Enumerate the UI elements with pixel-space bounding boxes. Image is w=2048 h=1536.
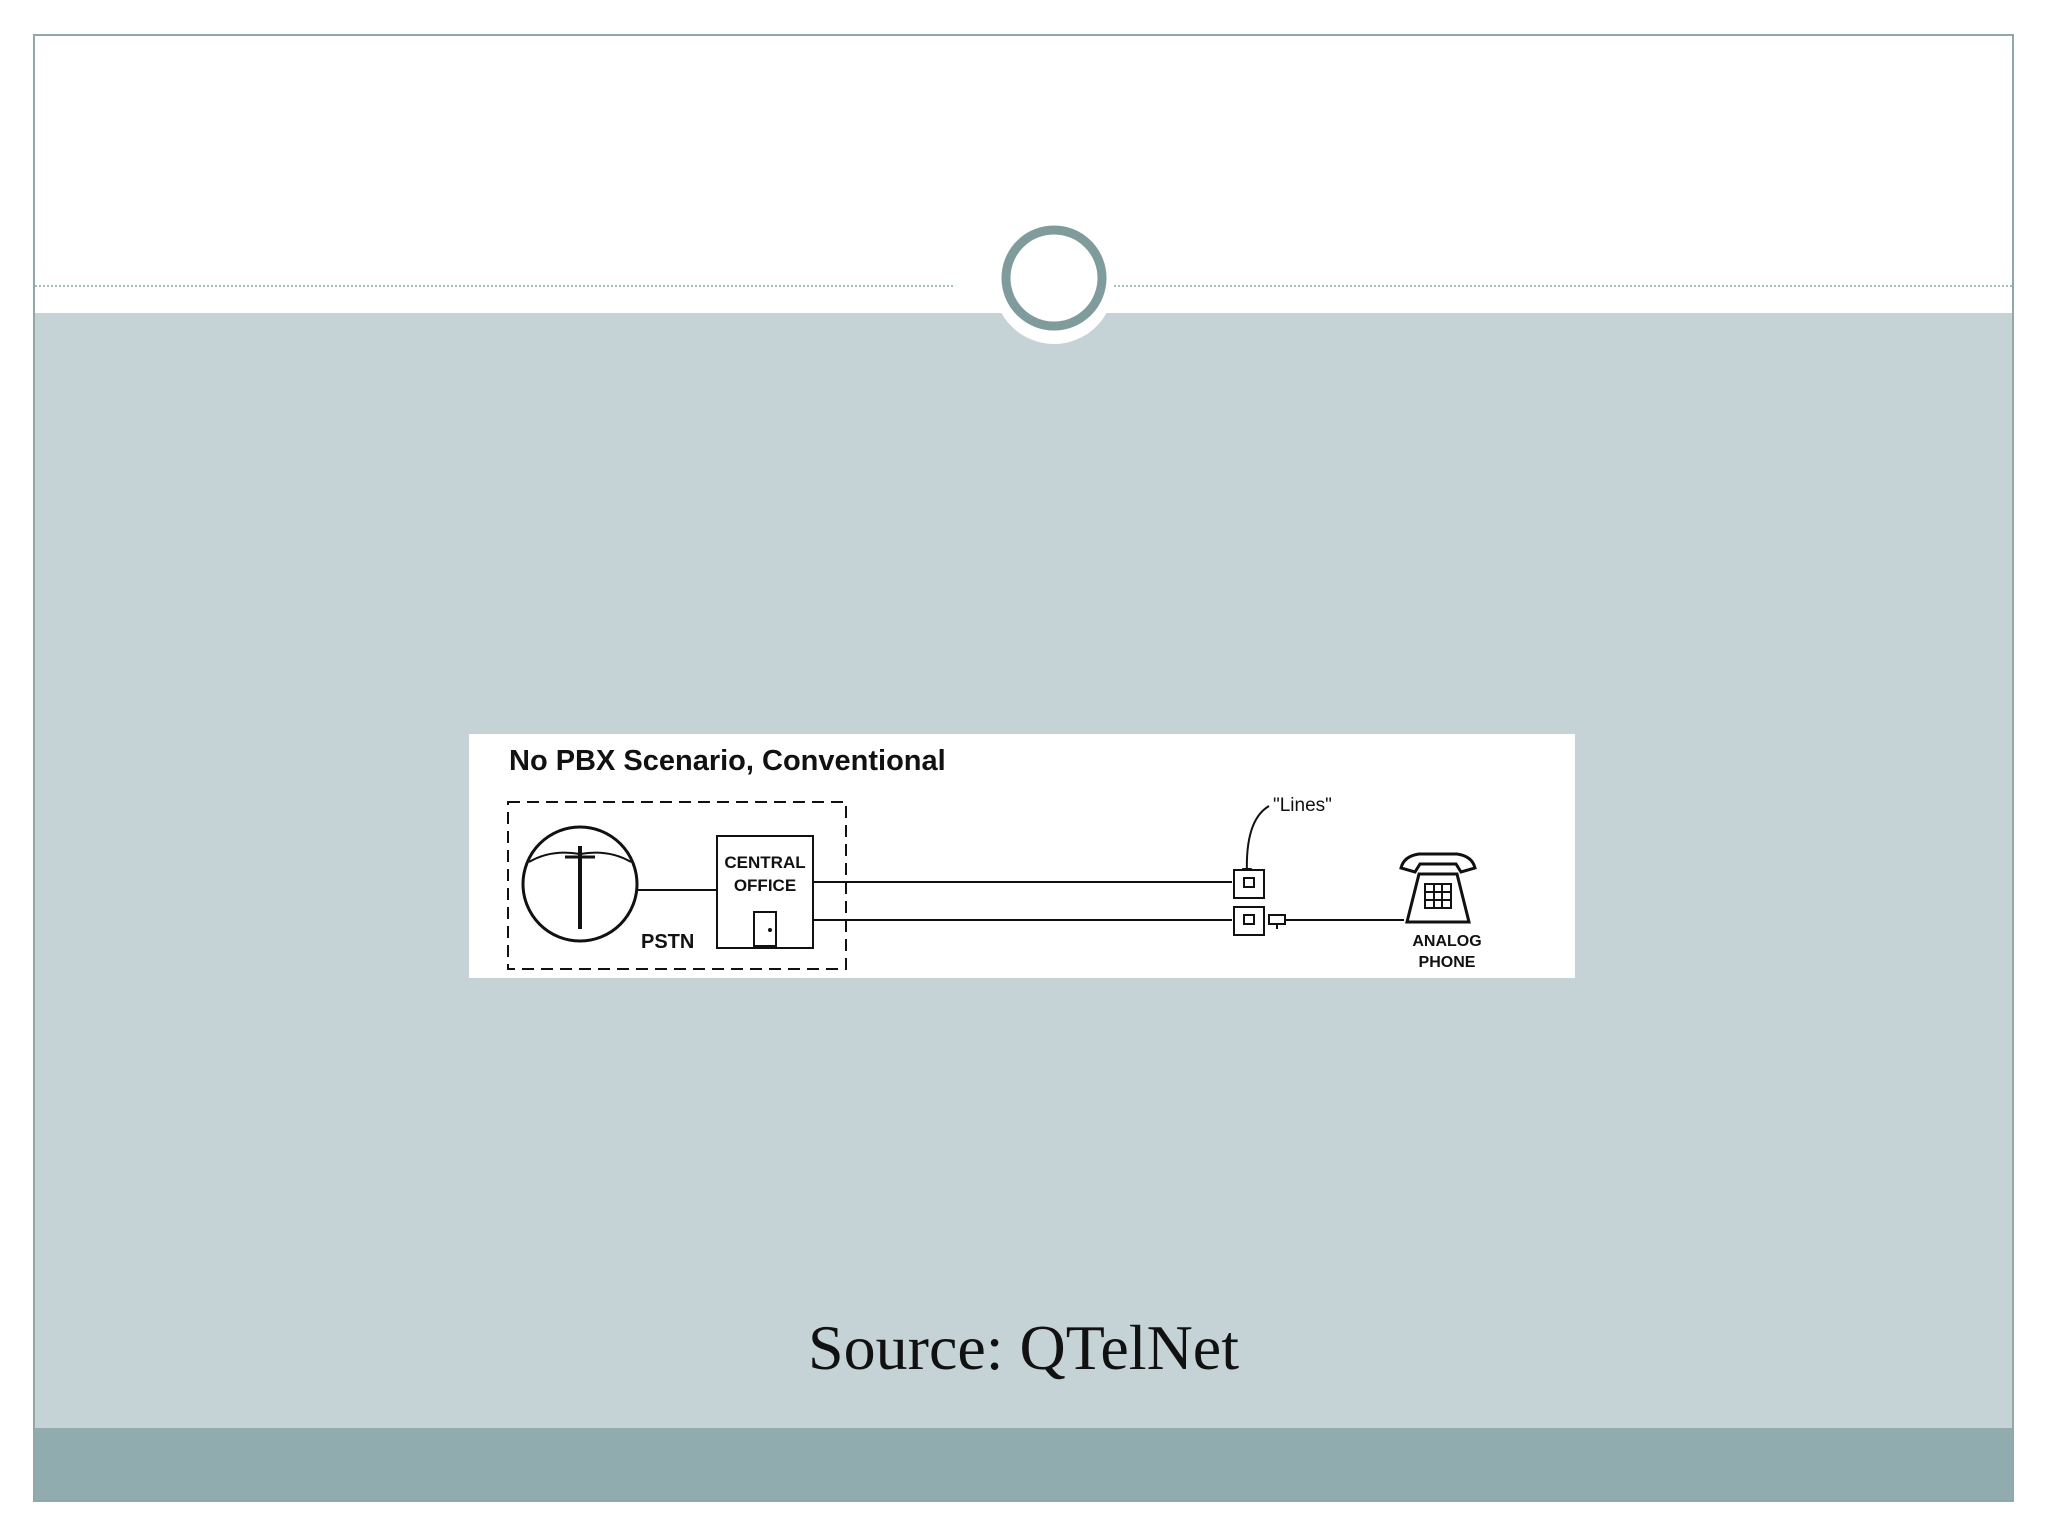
lines-label: "Lines" (1273, 795, 1332, 816)
header-divider-left (35, 285, 953, 287)
central-office-label-line2: OFFICE (734, 876, 796, 895)
footer-band (35, 1428, 2012, 1500)
pstn-label: PSTN (641, 931, 694, 953)
pstn-cloud-pole-icon (521, 825, 639, 943)
source-caption: Source: QTelNet (808, 1312, 1239, 1383)
door-icon (753, 911, 777, 947)
circle-ornament-icon (994, 224, 1114, 344)
pstn-boundary (507, 801, 847, 970)
central-office-label-line1: CENTRAL (724, 853, 805, 872)
slide: No PBX Scenario, Conventional PSTN CENTR… (33, 34, 2014, 1502)
analog-phone-icon (1399, 852, 1477, 924)
header-divider-right (1095, 285, 2012, 287)
phone-label-line2: PHONE (1419, 954, 1476, 971)
network-diagram: No PBX Scenario, Conventional PSTN CENTR… (469, 734, 1575, 978)
diagram-title: No PBX Scenario, Conventional (509, 745, 946, 777)
wall-jack-icon (1233, 869, 1265, 936)
phone-label-line1: ANALOG (1412, 933, 1481, 950)
